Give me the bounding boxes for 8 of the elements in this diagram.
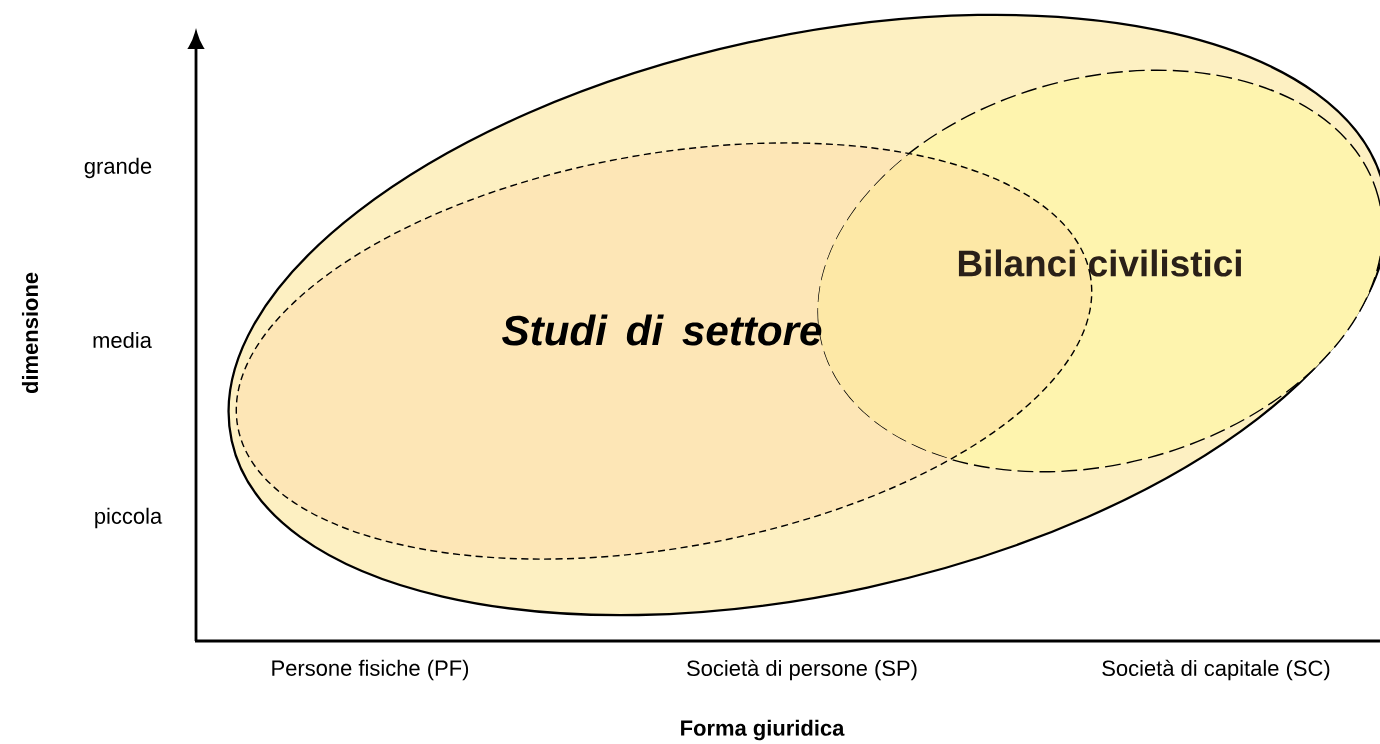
- axis-tick-label: grande: [84, 157, 152, 179]
- axis-tick-label: media: [93, 331, 152, 349]
- axis-tick-label: Società di persone (SP): [687, 659, 917, 681]
- axis-tick-label: Persone fisiche (PF): [272, 659, 469, 681]
- axis-tick-label: Società di capitale (SC): [1102, 659, 1330, 681]
- axis-title: Forma giuridica: [681, 719, 845, 741]
- axis-title: dimensione: [21, 272, 39, 394]
- axis-tick-label: piccola: [95, 507, 163, 529]
